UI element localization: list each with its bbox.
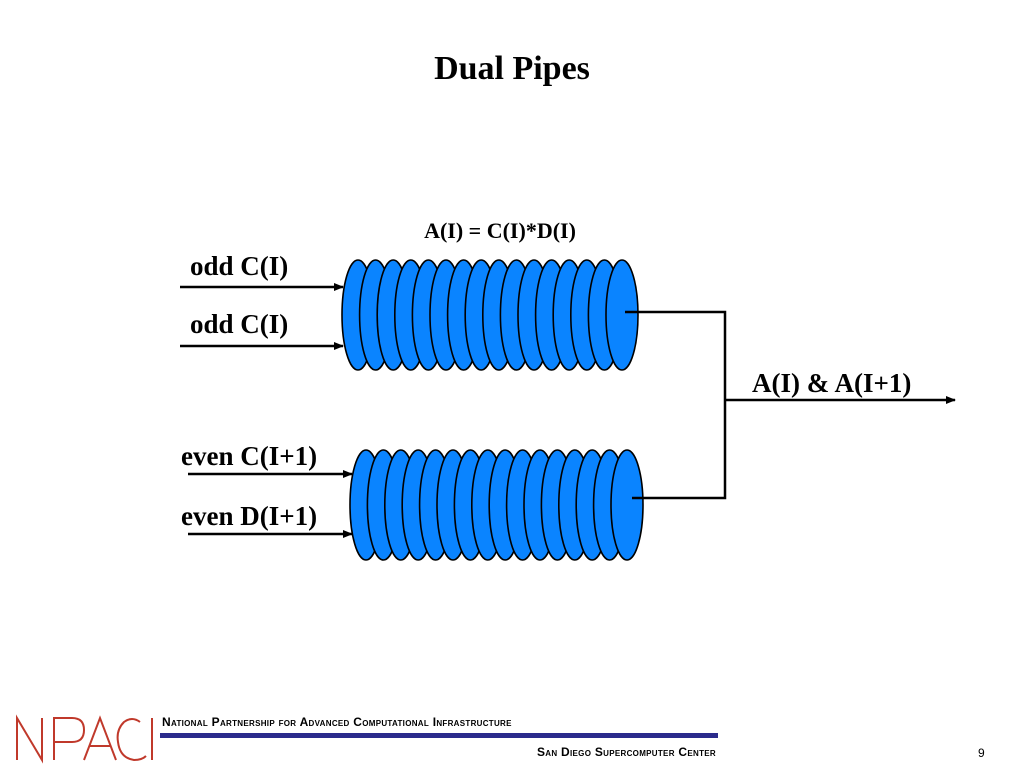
bottom-input-1-label: even C(I+1) bbox=[181, 441, 317, 471]
top-input-2-label: odd C(I) bbox=[190, 309, 288, 339]
footer-organization: National Partnership for Advanced Comput… bbox=[162, 715, 512, 729]
footer-center-name: San Diego Supercomputer Center bbox=[536, 745, 716, 759]
page-number: 9 bbox=[978, 746, 985, 760]
top-input-1-label: odd C(I) bbox=[190, 251, 288, 281]
bottom-input-2-label: even D(I+1) bbox=[181, 501, 317, 531]
equation-label: A(I) = C(I)*D(I) bbox=[424, 218, 576, 243]
pipe-merge-line bbox=[625, 310, 727, 500]
top-pipe bbox=[341, 259, 639, 371]
top-pipe-segment-16 bbox=[605, 259, 639, 371]
bottom-pipe bbox=[349, 449, 644, 561]
dual-pipes-diagram: A(I) = C(I)*D(I) odd C(I) odd C(I) even … bbox=[180, 218, 956, 561]
npaci-logo bbox=[16, 714, 153, 764]
bottom-pipe-segment-16 bbox=[610, 449, 644, 561]
slide-title: Dual Pipes bbox=[434, 50, 590, 87]
output-label: A(I) & A(I+1) bbox=[752, 368, 911, 398]
footer-rule bbox=[160, 733, 718, 738]
